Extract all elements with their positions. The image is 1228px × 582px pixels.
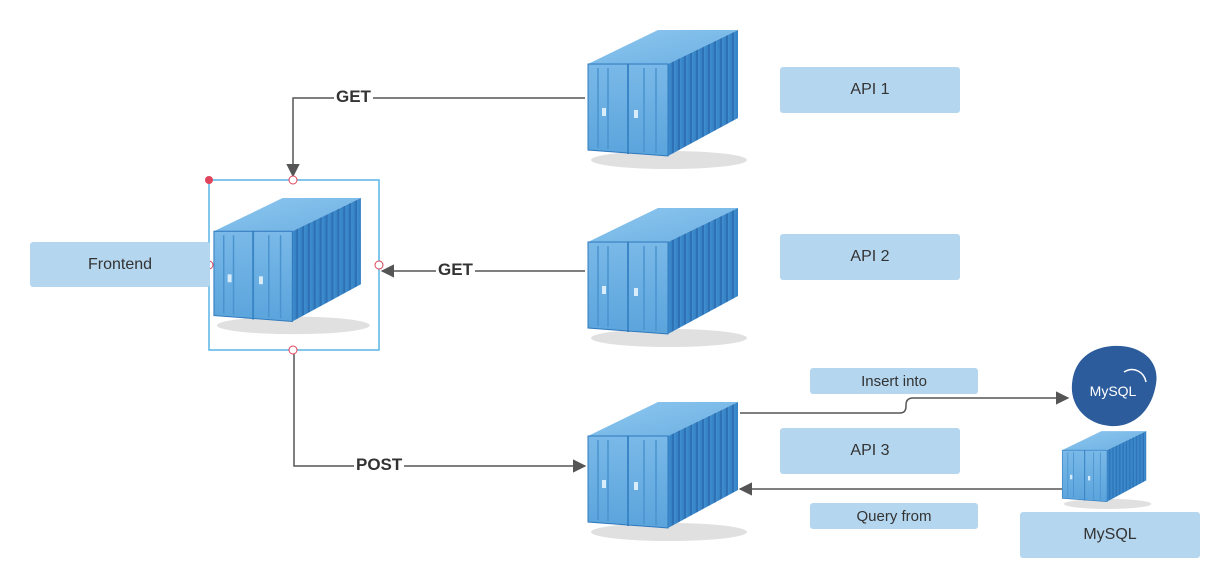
api2-label-box[interactable]: API 2: [780, 234, 960, 280]
edge-label-get-api2[interactable]: GET: [436, 260, 475, 280]
api2-container-icon[interactable]: [587, 207, 748, 348]
mysql-container-icon[interactable]: [1061, 430, 1152, 510]
api3-label: API 3: [850, 442, 890, 459]
edge-frontend-to-api3[interactable]: [293, 350, 587, 473]
connection-point-bottom[interactable]: [288, 345, 298, 355]
api1-label: API 1: [850, 81, 890, 98]
api1-container-icon[interactable]: [587, 29, 748, 170]
edge-label-post-api3[interactable]: POST: [354, 455, 405, 475]
mysql-label-box[interactable]: MySQL: [1020, 512, 1200, 558]
frontend-label-box[interactable]: Frontend: [30, 242, 210, 287]
query-from-label: Query from: [856, 507, 932, 525]
frontend-label: Frontend: [87, 255, 153, 273]
selection-corner-handle[interactable]: [205, 176, 213, 184]
edge-api1-to-frontend[interactable]: [286, 97, 585, 178]
edge-api3-to-mysql[interactable]: [740, 391, 1070, 414]
connection-point-top[interactable]: [288, 175, 298, 185]
mysql-logo-icon[interactable]: MySQL: [1071, 345, 1157, 427]
api3-container-icon[interactable]: [587, 401, 748, 542]
insert-into-label-box[interactable]: Insert into: [810, 368, 978, 394]
edge-label-get-api1[interactable]: GET: [334, 87, 373, 107]
mysql-label: MySQL: [1083, 526, 1137, 543]
api1-label-box[interactable]: API 1: [780, 67, 960, 113]
frontend-container-icon[interactable]: [212, 196, 371, 336]
query-from-label-box[interactable]: Query from: [810, 503, 978, 529]
api2-label: API 2: [850, 248, 890, 265]
mysql-logo-text: MySQL: [1090, 383, 1137, 399]
api3-label-box[interactable]: API 3: [780, 428, 960, 474]
connection-point-right[interactable]: [374, 260, 384, 270]
insert-into-label: Insert into: [861, 372, 927, 390]
